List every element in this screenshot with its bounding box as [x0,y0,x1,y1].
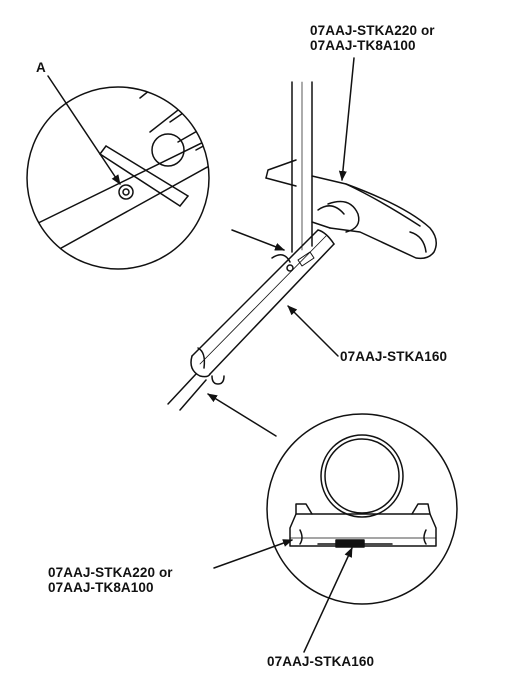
label-top-right: 07AAJ-STKA220 or 07AAJ-TK8A100 [310,23,435,53]
vertical-rod [291,81,313,253]
detail-circle-bottom [213,413,458,653]
upper-cross-handle [265,159,437,260]
zoom-arrow-bottom [207,393,277,437]
leader-line-middle [287,305,339,357]
detail-circle-top [26,75,210,270]
leader-line-a [47,75,121,185]
label-middle-right-text: 07AAJ-STKA160 [340,349,448,364]
zoom-arrow-top [231,229,285,251]
leader-line-bottom-left [213,539,293,569]
diagonal-bar [167,229,335,411]
label-a-text: A [36,60,46,75]
label-bottom-left-line2: 07AAJ-TK8A100 [48,580,154,595]
label-middle-right: 07AAJ-STKA160 [340,349,447,364]
label-bottom: 07AAJ-STKA160 [267,654,374,669]
leader-line-top-right [338,57,355,181]
label-bottom-left: 07AAJ-STKA220 or 07AAJ-TK8A100 [48,565,173,595]
label-bottom-text: 07AAJ-STKA160 [267,654,375,669]
leader-line-bottom [303,547,353,653]
label-top-right-line2: 07AAJ-TK8A100 [310,38,416,53]
label-a: A [36,60,46,75]
label-bottom-left-line1: 07AAJ-STKA220 or [48,565,173,580]
label-top-right-line1: 07AAJ-STKA220 or [310,23,435,38]
main-tool-assembly [167,57,437,411]
